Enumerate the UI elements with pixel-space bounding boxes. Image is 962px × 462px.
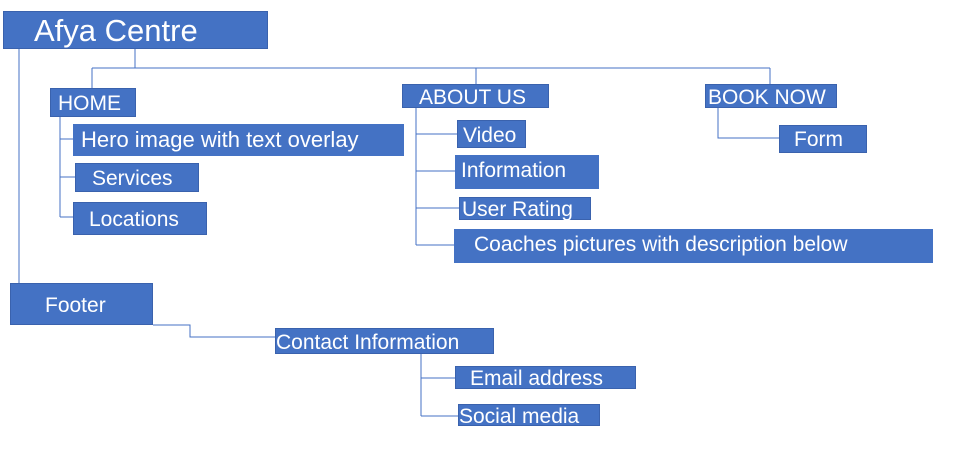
- node-locations: Locations: [73, 202, 207, 235]
- node-form: Form: [779, 125, 867, 153]
- node-user-rating: User Rating: [459, 197, 591, 220]
- node-contact-information: Contact Information: [275, 328, 494, 354]
- node-hero-image: Hero image with text overlay: [73, 124, 404, 156]
- node-social-media: Social media: [458, 404, 600, 427]
- node-footer: Footer: [10, 283, 153, 325]
- node-video: Video: [457, 120, 526, 148]
- node-title: Afya Centre: [3, 11, 268, 49]
- node-home: HOME: [50, 88, 136, 117]
- node-coaches: Coaches pictures with description below: [454, 229, 933, 263]
- node-information: Information: [455, 155, 599, 189]
- connector-book-form: [717, 108, 779, 139]
- node-services: Services: [75, 163, 199, 192]
- connector-footer-contact: [153, 324, 275, 338]
- node-about-us: ABOUT US: [402, 84, 549, 108]
- node-book-now: BOOK NOW: [705, 84, 837, 108]
- node-email-address: Email address: [455, 366, 636, 389]
